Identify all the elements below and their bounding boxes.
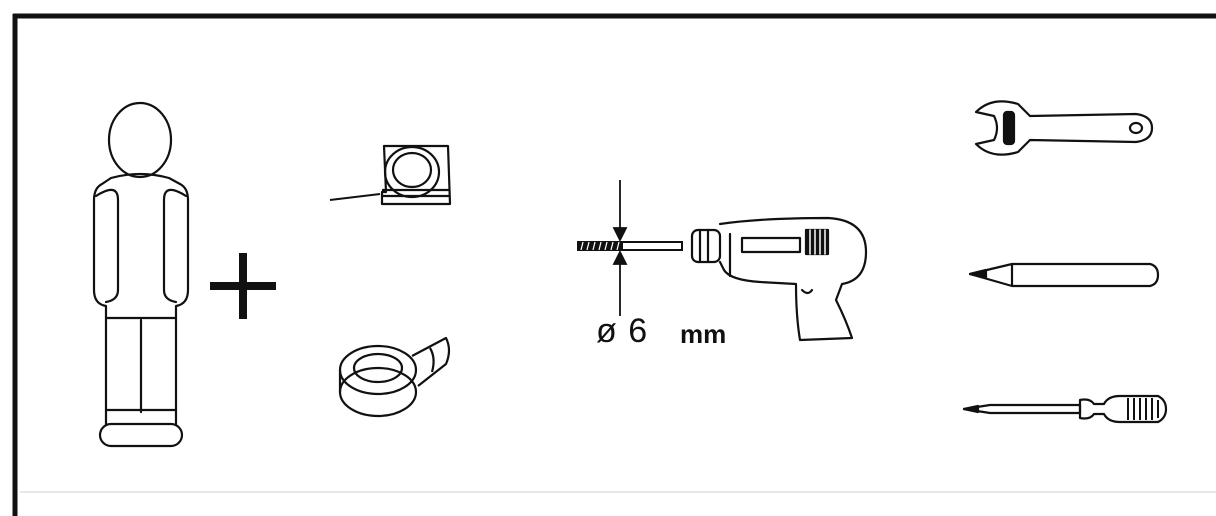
diameter-symbol: ø [596, 312, 618, 350]
diameter-number: 6 [628, 312, 649, 350]
drill-bit-icon [577, 241, 683, 251]
tape-roll-icon [338, 336, 451, 418]
diagram-border [12, 13, 1216, 516]
pencil-icon [968, 262, 1160, 288]
dimension-arrows [612, 180, 628, 316]
drill-icon [690, 216, 868, 342]
drill-diameter-value: ø 6 [596, 312, 648, 351]
tape-measure-icon [329, 144, 452, 206]
person-icon [92, 101, 190, 448]
screwdriver-icon [962, 394, 1168, 424]
wrench-icon [974, 100, 1154, 156]
drill-diameter-unit: mm [680, 319, 727, 349]
plus-icon [210, 253, 276, 319]
